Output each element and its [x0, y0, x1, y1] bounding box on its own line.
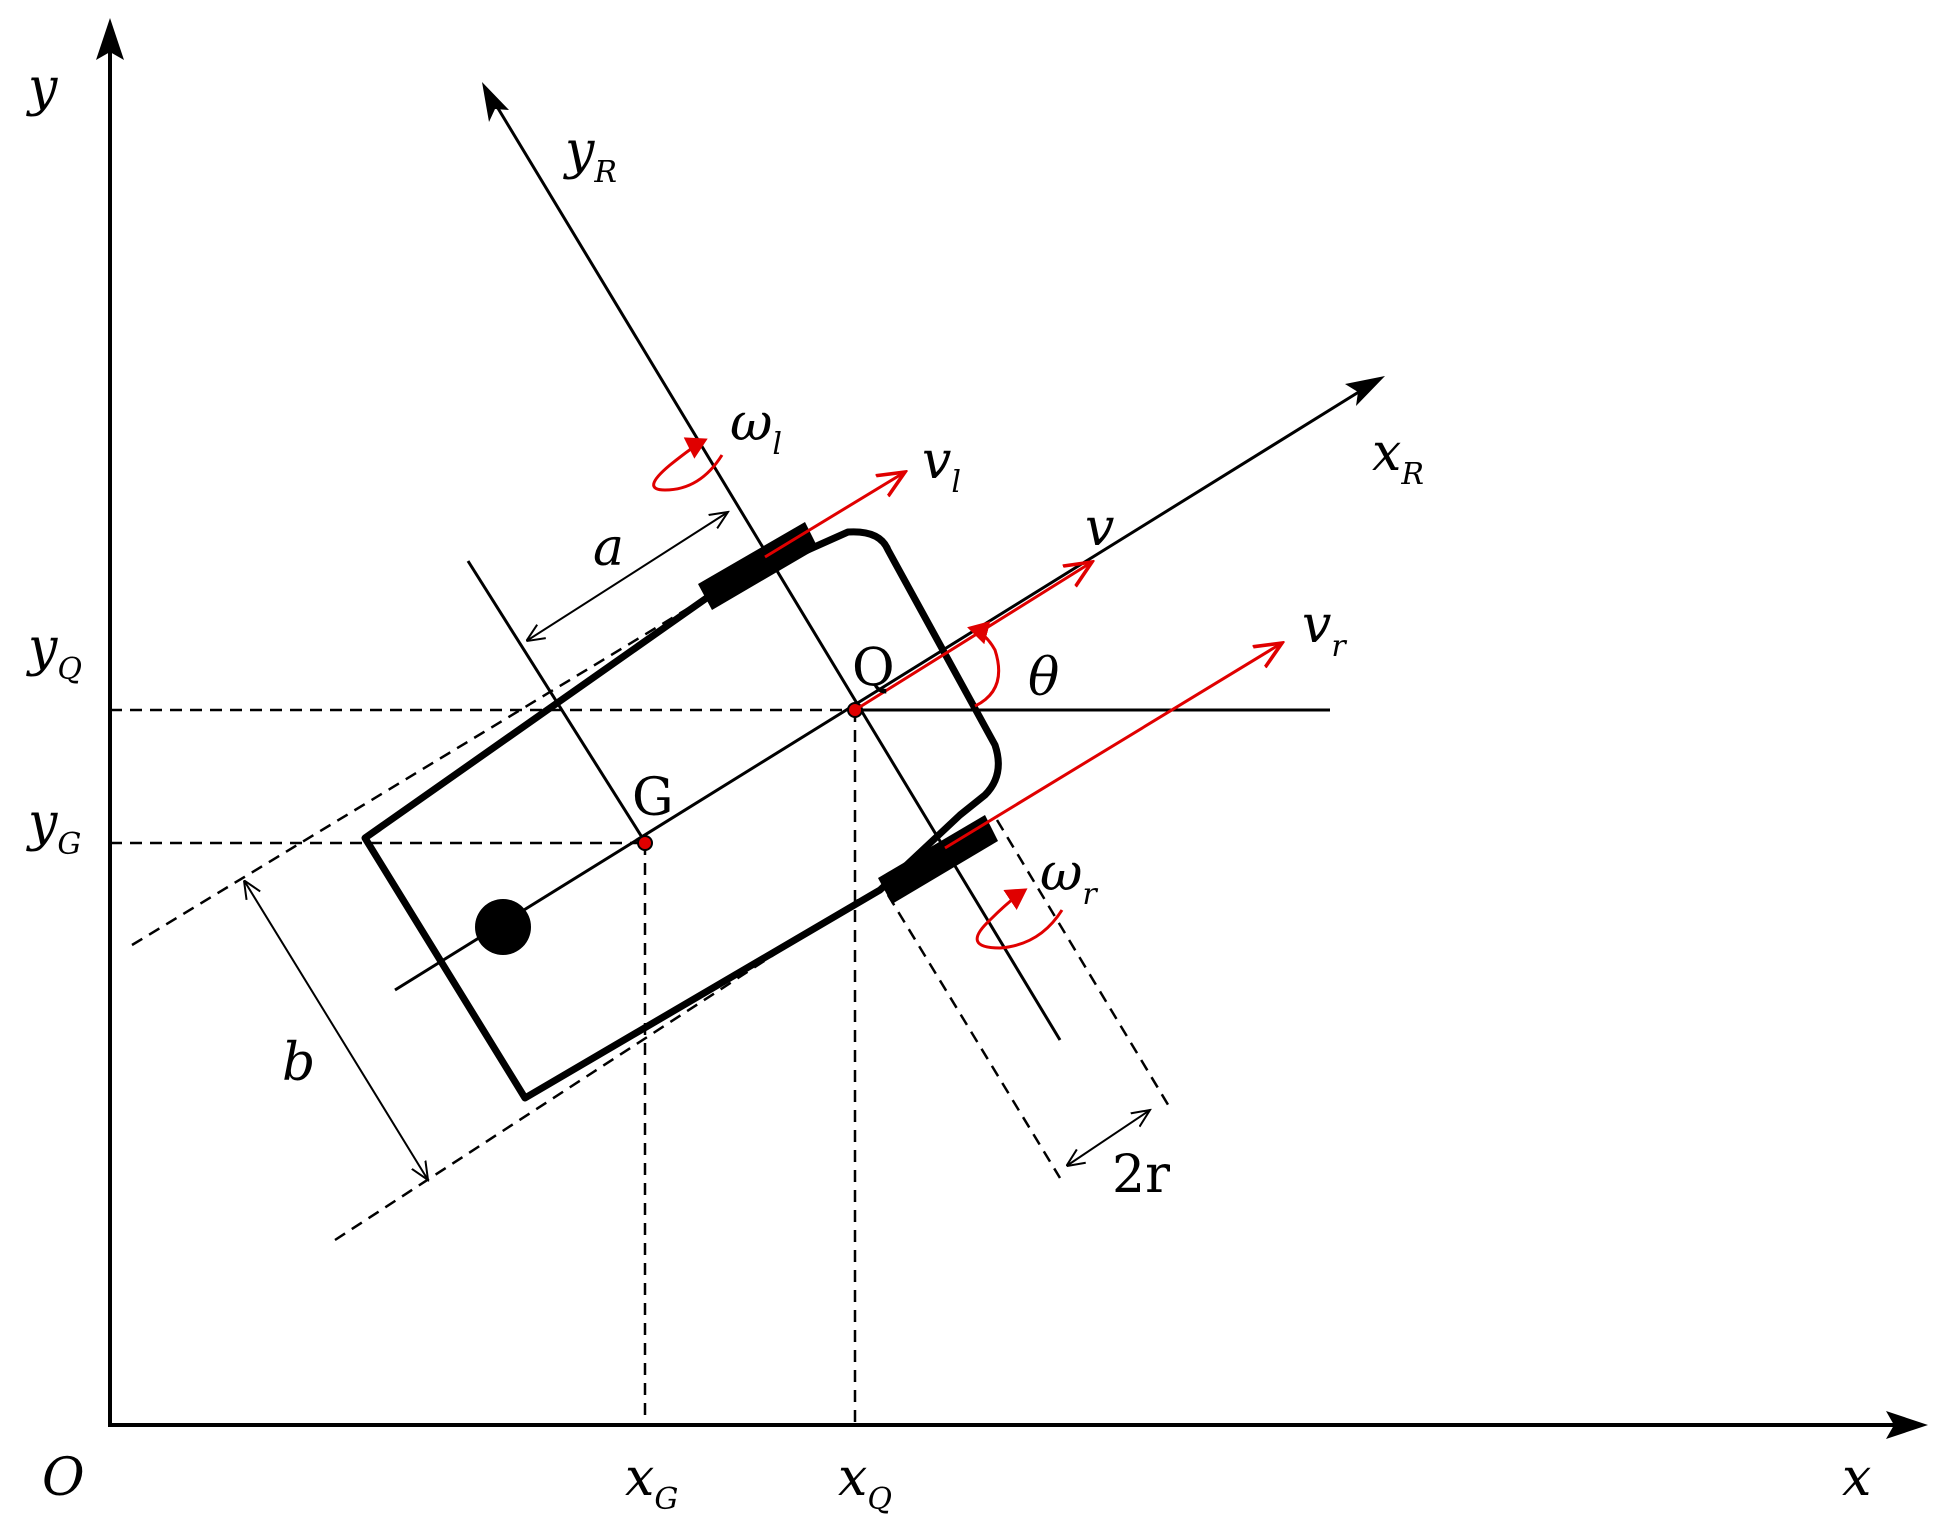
theta-label: θ — [1028, 648, 1059, 708]
yR-axis-arrowhead — [482, 82, 509, 122]
dimension-2r-arrow — [1068, 1110, 1150, 1165]
yR-label: yR — [563, 121, 617, 190]
projection-lines — [110, 598, 1172, 1425]
xR-axis-arrowhead — [1345, 376, 1385, 406]
omega-r-rotation — [975, 888, 1064, 950]
dimension-a-arrow — [528, 512, 728, 640]
omega-l-label: ωl — [730, 393, 782, 462]
point-q-label: Q — [852, 638, 895, 698]
yG-label: yG — [26, 793, 81, 862]
x-axis-arrowhead — [1886, 1411, 1928, 1439]
vl-label: vl — [922, 431, 961, 500]
omega-r-label: ωr — [1040, 843, 1098, 912]
x-axis-label: x — [1842, 1448, 1871, 1508]
xR-axis — [394, 383, 1371, 992]
vl-arrow — [764, 472, 905, 559]
right-wheel — [878, 815, 998, 904]
xG-label: xG — [625, 1448, 678, 1517]
origin-label: O — [42, 1448, 85, 1508]
vr-label: vr — [1302, 595, 1347, 664]
omega-l-rotation — [652, 437, 724, 492]
castor-wheel — [475, 899, 531, 955]
theta-arc — [967, 621, 1001, 708]
yQ-label: yQ — [26, 618, 82, 687]
dimension-a-label: a — [593, 518, 624, 578]
y-axis-arrowhead — [96, 18, 124, 60]
robot-body — [361, 528, 1002, 1102]
y-axis-label: y — [26, 58, 58, 118]
dimension-b-arrow — [245, 882, 428, 1180]
v-label: v — [1085, 498, 1114, 558]
velocity-arrows — [652, 437, 1282, 950]
dimension-b-label: b — [282, 1033, 315, 1093]
xQ-label: xQ — [838, 1448, 892, 1517]
point-g — [637, 835, 653, 851]
point-g-label: G — [632, 768, 674, 828]
xR-label: xR — [1372, 423, 1424, 492]
vr-arrow — [944, 643, 1282, 850]
dimension-2r-label: 2r — [1112, 1145, 1170, 1205]
